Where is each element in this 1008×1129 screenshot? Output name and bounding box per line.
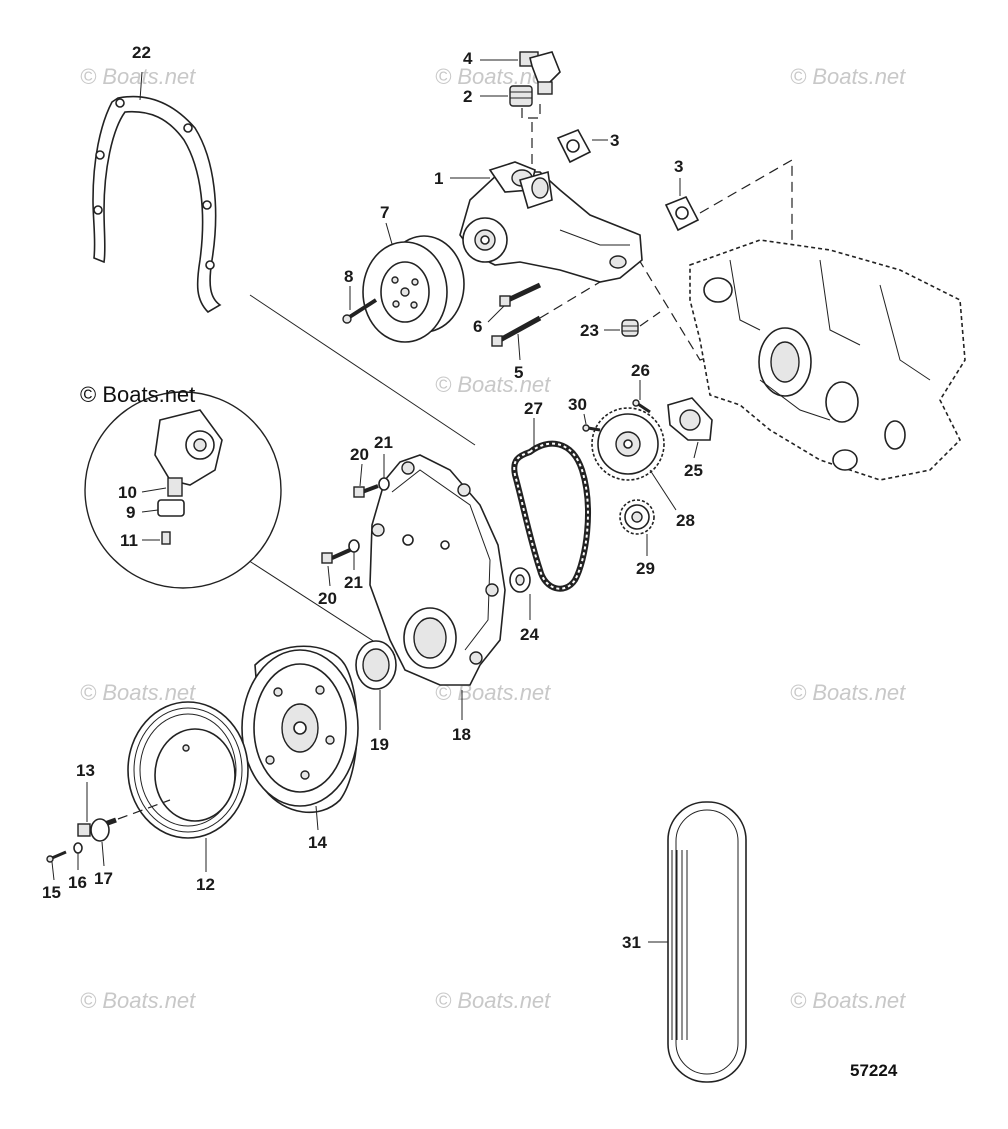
leader-10 bbox=[141, 487, 167, 493]
callout-14: 14 bbox=[308, 833, 327, 852]
callout-16: 16 bbox=[68, 873, 87, 892]
cover-washer-upper bbox=[378, 477, 390, 491]
thrust-plate-bolt bbox=[632, 399, 651, 414]
elbow-fitting bbox=[519, 51, 561, 95]
crank-washer bbox=[509, 567, 531, 593]
callout-2: 2 bbox=[463, 87, 472, 106]
watermark-6: © Boats.net bbox=[80, 680, 196, 705]
callout-15: 15 bbox=[42, 883, 61, 902]
leader-22 bbox=[139, 71, 143, 101]
timing-cover bbox=[369, 454, 506, 686]
callout-18: 18 bbox=[452, 725, 471, 744]
callout-4: 4 bbox=[463, 49, 473, 68]
leader-9 bbox=[141, 509, 159, 513]
leader-inset-to-cover bbox=[239, 554, 396, 656]
callout-27: 27 bbox=[524, 399, 543, 418]
timing-chain bbox=[511, 440, 591, 592]
callout-7: 7 bbox=[380, 203, 389, 222]
callout-20b: 20 bbox=[318, 589, 337, 608]
callout-labels: 22 4 2 3 3 1 7 8 6 23 5 26 27 30 25 28 2… bbox=[42, 43, 703, 952]
water-pump-pulley bbox=[362, 235, 465, 343]
water-pump-bolt-long bbox=[491, 315, 542, 347]
camshaft-sprocket bbox=[591, 407, 665, 481]
front-crank-seal bbox=[355, 640, 397, 690]
callout-24: 24 bbox=[520, 625, 539, 644]
water-pump-gasket-1 bbox=[556, 128, 592, 164]
watermark-9: © Boats.net bbox=[80, 988, 196, 1013]
callout-21a: 21 bbox=[374, 433, 393, 452]
callout-23: 23 bbox=[580, 321, 599, 340]
pulley-bolt-15 bbox=[46, 850, 67, 863]
callout-1: 1 bbox=[434, 169, 443, 188]
callout-25: 25 bbox=[684, 461, 703, 480]
leader-30 bbox=[583, 413, 587, 425]
leader-7 bbox=[385, 222, 393, 245]
leader-15 bbox=[51, 861, 55, 881]
balancer-bolt-guide bbox=[117, 799, 171, 820]
callout-6: 6 bbox=[473, 317, 482, 336]
sprocket-bolt bbox=[582, 424, 601, 432]
callout-9: 9 bbox=[126, 503, 135, 522]
leader-20b bbox=[327, 565, 331, 587]
callout-19: 19 bbox=[370, 735, 389, 754]
washer-17 bbox=[90, 818, 110, 842]
callout-13: 13 bbox=[76, 761, 95, 780]
watermark-2: © Boats.net bbox=[435, 64, 551, 89]
harmonic-balancer bbox=[241, 645, 359, 814]
water-pump-gasket-2 bbox=[664, 195, 700, 232]
callout-12: 12 bbox=[196, 875, 215, 894]
engine-block bbox=[689, 239, 966, 481]
callout-5: 5 bbox=[514, 363, 523, 382]
leader-25 bbox=[693, 441, 699, 459]
cover-washer-lower bbox=[348, 539, 360, 553]
plug-23 bbox=[621, 319, 639, 337]
plug-guide-line bbox=[639, 311, 661, 327]
watermark-3: © Boats.net bbox=[790, 64, 906, 89]
callout-31: 31 bbox=[622, 933, 641, 952]
crankshaft-sprocket bbox=[619, 499, 655, 535]
callout-17: 17 bbox=[94, 869, 113, 888]
leader-14 bbox=[315, 805, 319, 831]
leader-28 bbox=[649, 469, 677, 511]
watermark-1: © Boats.net bbox=[80, 64, 196, 89]
water-pump-bolt-short bbox=[499, 282, 542, 307]
inset-watermark: © Boats.net bbox=[80, 382, 195, 407]
bolt-guide-line bbox=[539, 281, 601, 319]
leader-17 bbox=[101, 841, 105, 867]
callout-26: 26 bbox=[631, 361, 650, 380]
camshaft-thrust-plate bbox=[667, 397, 713, 441]
cover-bolt-lower bbox=[321, 548, 351, 564]
figure-number: 57224 bbox=[850, 1061, 898, 1080]
fitting-guide-line bbox=[521, 100, 541, 119]
watermark-11: © Boats.net bbox=[790, 988, 906, 1013]
callout-8: 8 bbox=[344, 267, 353, 286]
callout-21b: 21 bbox=[344, 573, 363, 592]
water-pump bbox=[459, 161, 643, 283]
leader-gasket-to-cover bbox=[249, 294, 476, 446]
callout-20a: 20 bbox=[350, 445, 369, 464]
callout-11: 11 bbox=[120, 531, 138, 550]
serpentine-belt bbox=[667, 801, 747, 1083]
callout-3b: 3 bbox=[674, 157, 683, 176]
leader-5 bbox=[517, 333, 521, 361]
watermark-4: © Boats.net bbox=[435, 372, 551, 397]
callout-3a: 3 bbox=[610, 131, 619, 150]
leader-20a bbox=[359, 463, 363, 487]
callout-22: 22 bbox=[132, 43, 151, 62]
callout-28: 28 bbox=[676, 511, 695, 530]
leader-6 bbox=[487, 305, 505, 323]
plug-fitting bbox=[509, 85, 533, 107]
callout-10: 10 bbox=[118, 483, 137, 502]
watermark-8: © Boats.net bbox=[790, 680, 906, 705]
callout-30: 30 bbox=[568, 395, 587, 414]
watermark-10: © Boats.net bbox=[435, 988, 551, 1013]
timing-cover-gasket bbox=[92, 95, 222, 314]
sensor-detail-inset bbox=[84, 391, 282, 589]
crankshaft-pulley bbox=[127, 701, 249, 839]
callout-29: 29 bbox=[636, 559, 655, 578]
cover-bolt-upper bbox=[353, 484, 379, 498]
pulley-bolt bbox=[342, 298, 378, 324]
washer-16 bbox=[73, 842, 83, 854]
